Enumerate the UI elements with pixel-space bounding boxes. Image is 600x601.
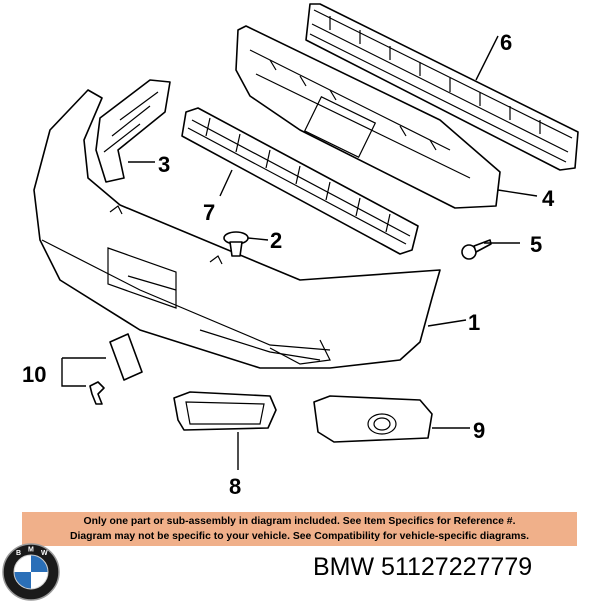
svg-text:M: M [28, 547, 34, 554]
fog-lamp-cover-right [313, 395, 433, 443]
part-number-label: BMW 51127227779 [313, 553, 533, 581]
bumper-cover [33, 89, 441, 369]
disclaimer-line-2: Diagram may not be specific to your vehi… [69, 531, 530, 542]
callout-4: 4 [542, 186, 555, 211]
callout-2: 2 [270, 228, 282, 253]
reinforcement-bar [305, 3, 579, 171]
callout-10: 10 [22, 362, 46, 387]
callout-9: 9 [473, 418, 485, 443]
grille [181, 107, 419, 255]
tow-hook-cover [89, 333, 143, 405]
callouts: 6 4 3 7 2 5 1 10 8 9 [22, 30, 555, 499]
bumper-bracket [95, 79, 171, 183]
callout-6: 6 [500, 30, 512, 55]
fog-lamp-cover-left [173, 391, 277, 431]
callout-8: 8 [229, 474, 241, 499]
energy-absorber [235, 25, 501, 209]
callout-1: 1 [468, 310, 480, 335]
leader-lines [61, 35, 538, 470]
bmw-logo-icon: B M W [2, 543, 60, 601]
callout-5: 5 [530, 232, 542, 257]
disclaimer-banner: Only one part or sub-assembly in diagram… [22, 512, 577, 546]
disclaimer-line-1: Only one part or sub-assembly in diagram… [83, 516, 516, 527]
callout-7: 7 [203, 200, 215, 225]
svg-text:B: B [16, 550, 21, 557]
callout-3: 3 [158, 152, 170, 177]
svg-text:W: W [41, 550, 48, 557]
push-clip [223, 231, 249, 257]
